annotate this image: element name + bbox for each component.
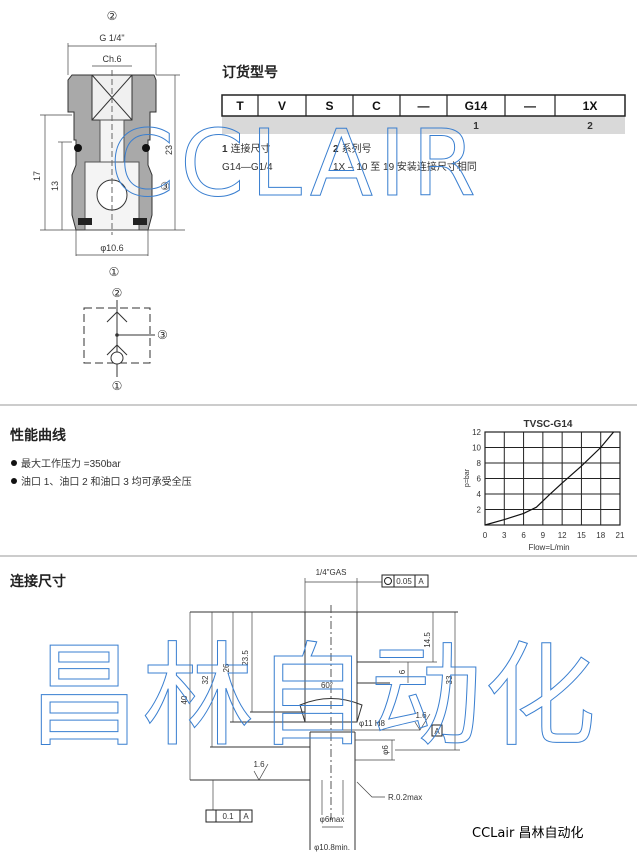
chart-series-line: [484, 431, 615, 526]
dim-23: 23: [164, 145, 174, 155]
bore-label: φ11 H8: [359, 719, 385, 728]
ordering-title: 订货型号: [222, 64, 278, 81]
watermark-chinese: 昌林自动化: [28, 632, 598, 762]
port-1-label: ①: [109, 265, 120, 279]
order-code-cell: —: [418, 99, 430, 113]
chart-ytick: 12: [472, 428, 481, 437]
thread-label: G 1/4": [99, 33, 124, 43]
chart-xtick: 6: [521, 531, 526, 540]
cartridge-section-drawing: ② G 1/4" Ch.6 17 13 23 ③ φ10.6 ①: [32, 9, 185, 279]
chart-plot-area: [484, 431, 621, 526]
radius-label: R.0.2max: [388, 793, 422, 802]
chart-ytick: 10: [472, 444, 481, 453]
chart-ytick: 6: [477, 475, 482, 484]
chart-ytick: 4: [477, 490, 482, 499]
bottom-datum: A: [243, 812, 249, 821]
order-code-cell: 1X: [583, 99, 598, 113]
dim-14-5: 14.5: [423, 632, 432, 648]
dim-32: 32: [201, 675, 210, 684]
chart-title: TVSC-G14: [524, 419, 573, 430]
symbol-port-1: ①: [112, 379, 123, 393]
port-2-label: ②: [107, 9, 118, 23]
chart-xlabel: Flow=L/min: [528, 543, 569, 552]
chart-xtick: 9: [541, 531, 546, 540]
order-index-cell: 1: [473, 121, 479, 132]
footer-brand: CCLair 昌林自动化: [472, 826, 583, 841]
chart-ytick: 2: [477, 506, 482, 515]
chart-xtick: 15: [577, 531, 586, 540]
symbol-port-3: ③: [157, 328, 168, 342]
symbol-port-2: ②: [112, 286, 123, 300]
order-code-cell: S: [325, 99, 333, 113]
order-code-cell: G14: [465, 99, 488, 113]
angle-label: 60°: [321, 681, 333, 690]
dim-13: 13: [50, 181, 60, 191]
order-code-cell: V: [278, 99, 286, 113]
gas-label: 1/4"GAS: [316, 568, 347, 577]
port-3-label: ③: [160, 181, 170, 193]
order-code-cell: C: [372, 99, 381, 113]
chart-xtick: 21: [616, 531, 625, 540]
diameter-label: φ10.6: [100, 243, 123, 253]
bottom-tolerance: 0.1: [222, 812, 234, 821]
d10-8-label: φ10.8min.: [314, 843, 350, 852]
top-tolerance: 0.05: [396, 577, 412, 586]
hydraulic-symbol: ② ③ ①: [83, 286, 168, 393]
connection-drawing: 连接尺寸 1/4"GAS 0.05 A 60° 40 32 26 23.5 14…: [10, 568, 460, 852]
chart-xtick: 18: [596, 531, 605, 540]
top-datum: A: [418, 577, 424, 586]
chart-ylabel: p=bar: [464, 468, 471, 487]
performance-section: 性能曲线 最大工作压力 =350bar 油口 1、油口 2 和油口 3 均可承受…: [10, 427, 192, 488]
legend-1-value: G14—G1/4: [222, 162, 273, 173]
bullet-max-pressure: 最大工作压力 =350bar: [21, 457, 121, 470]
chart-xtick: 0: [483, 531, 488, 540]
performance-title: 性能曲线: [10, 427, 66, 444]
roughness-label-2: 1.6: [253, 760, 265, 769]
order-code-cell: —: [524, 99, 536, 113]
dim-26: 26: [222, 663, 231, 672]
dim-6b: φ6: [381, 745, 390, 755]
bore-datum: A: [434, 727, 440, 736]
watermark-latin: CCLAIR: [110, 110, 482, 217]
order-index-cell: 2: [587, 121, 593, 132]
dim-33: 33: [445, 675, 454, 684]
connection-title: 连接尺寸: [10, 573, 66, 590]
dim-17: 17: [32, 171, 42, 181]
chart-ytick: 8: [477, 459, 482, 468]
roughness-label: 1.6: [415, 711, 427, 720]
d6max-label: φ6max: [320, 815, 345, 824]
chart-xtick: 12: [558, 531, 567, 540]
bullet-ports: 油口 1、油口 2 和油口 3 均可承受全压: [21, 475, 192, 488]
chart-xtick: 3: [502, 531, 507, 540]
dim-6-port: 6: [398, 669, 407, 674]
dim-40: 40: [180, 695, 189, 704]
hex-label: Ch.6: [102, 54, 121, 64]
order-code-cell: T: [236, 99, 244, 113]
legend-2-value: 1X – 10 至 19 安装连接尺寸相同: [333, 160, 477, 173]
dim-23-5: 23.5: [241, 650, 250, 666]
